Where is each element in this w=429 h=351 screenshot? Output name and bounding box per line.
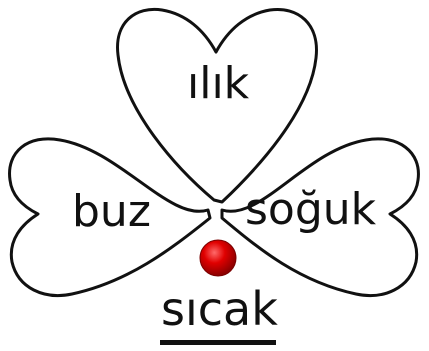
word-bottom: sıcak [161, 286, 278, 332]
word-top: ılık [187, 62, 249, 106]
word-right: soğuk [245, 188, 376, 232]
red-dot-icon [200, 240, 236, 276]
word-left: buz [72, 190, 151, 234]
word-bottom-underline [160, 340, 276, 345]
